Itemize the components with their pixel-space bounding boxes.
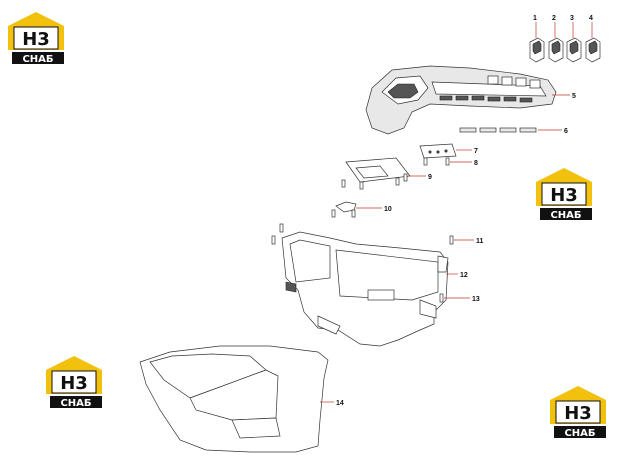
svg-text:Н3: Н3 (564, 403, 592, 424)
rocker-switch-3 (566, 37, 582, 63)
company-logo-top-left: Н3 СНАБ (8, 12, 64, 65)
company-logo-bottom-left: Н3 СНАБ (46, 356, 102, 409)
small-pins (271, 223, 284, 245)
svg-text:Н3: Н3 (60, 373, 88, 394)
callout-5: 5 (572, 93, 576, 100)
callout-13: 13 (472, 296, 480, 303)
console-housing (281, 231, 449, 347)
callout-labels: 1 2 3 4 5 6 7 8 9 10 11 12 13 14 (336, 15, 593, 407)
callout-4: 4 (589, 15, 593, 22)
callout-3: 3 (570, 15, 574, 22)
callout-2: 2 (552, 15, 556, 22)
callout-9: 9 (428, 174, 432, 181)
svg-text:Н3: Н3 (550, 185, 578, 206)
callout-6: 6 (564, 128, 568, 135)
callout-7: 7 (474, 148, 478, 155)
svg-text:СНАБ: СНАБ (550, 210, 581, 221)
blank-plugs (459, 127, 537, 133)
callout-12: 12 (460, 272, 468, 279)
rocker-switch-2 (548, 37, 564, 63)
svg-text:СНАБ: СНАБ (60, 398, 91, 409)
company-logo-mid-right: Н3 СНАБ (536, 168, 592, 221)
lower-shroud (139, 345, 329, 453)
company-logo-bottom-right: Н3 СНАБ (550, 386, 606, 439)
logo-word: СНАБ (22, 54, 53, 65)
console-top-panel (365, 65, 557, 135)
rocker-switch-1 (529, 37, 545, 63)
screws-8 (423, 157, 450, 166)
callout-8: 8 (474, 160, 478, 167)
callout-14: 14 (336, 400, 344, 407)
mounting-plate (341, 157, 411, 190)
screw-11 (449, 235, 454, 245)
small-bracket (419, 143, 457, 159)
clip-bracket (331, 201, 357, 218)
callout-10: 10 (384, 206, 392, 213)
callout-11: 11 (476, 238, 484, 245)
leader-lines (320, 22, 593, 403)
logo-mark: Н3 (22, 29, 50, 50)
svg-text:СНАБ: СНАБ (564, 428, 595, 439)
rocker-switch-4 (585, 37, 601, 63)
screws-13 (439, 293, 444, 303)
callout-1: 1 (533, 15, 537, 22)
